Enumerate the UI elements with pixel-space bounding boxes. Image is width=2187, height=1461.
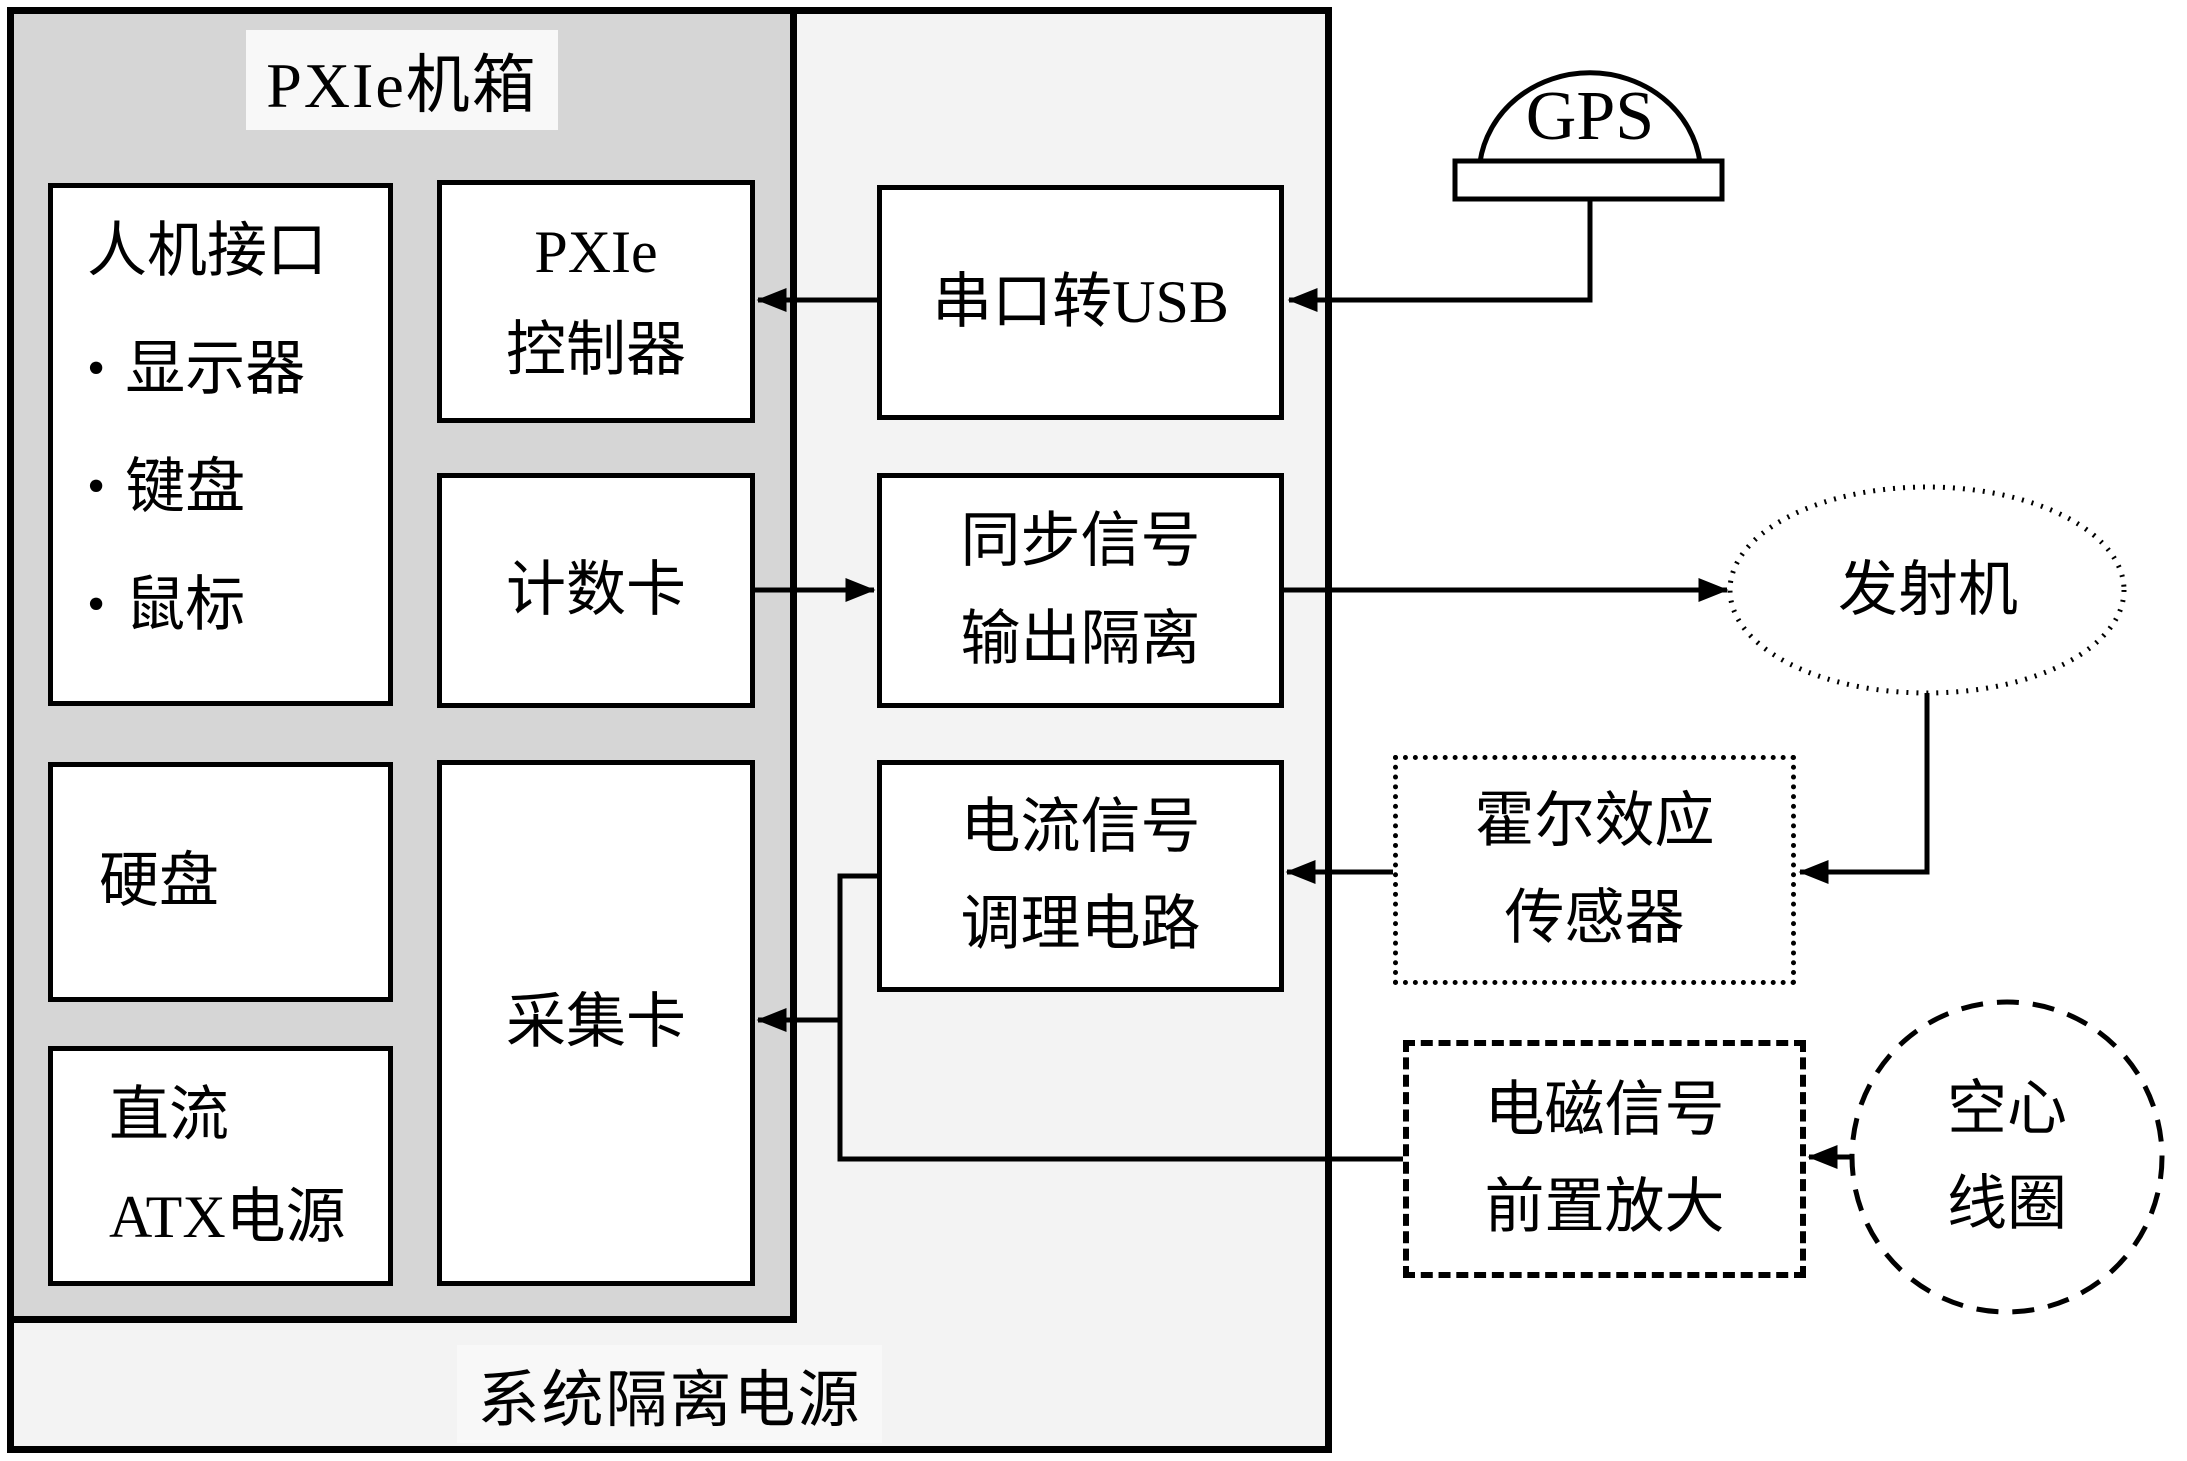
serial-to-usb-box: 串口转USB [877,185,1284,420]
hmi-item-keyboard: • 键盘 [87,454,245,520]
bullet-icon: • [87,576,106,634]
serial-to-usb-label: 串口转USB [932,268,1229,335]
hard-disk-box: 硬盘 [48,762,393,1002]
hmi-item-display: • 显示器 [87,336,305,402]
gps-label: GPS [1468,74,1712,160]
acquisition-card-label: 采集卡 [506,989,686,1056]
hmi-item-keyboard-label: 键盘 [125,454,246,520]
bullet-icon: • [87,340,106,398]
atx-power-line2: ATX电源 [109,1184,346,1250]
hmi-box: 人机接口 • 显示器 • 键盘 • 鼠标 [48,183,393,706]
arrow-transmitter-to-hall [1798,693,1930,884]
acquisition-card-box: 采集卡 [437,760,755,1286]
em-signal-preamp-box: 电磁信号 前置放大 [1403,1040,1806,1278]
arrow-gps-to-usb [1287,197,1593,312]
atx-power-box: 直流 ATX电源 [48,1046,393,1286]
hmi-item-mouse-label: 鼠标 [125,572,246,638]
hmi-item-display-label: 显示器 [125,336,306,402]
current-signal-conditioning-box: 电流信号 调理电路 [877,760,1284,992]
hard-disk-label: 硬盘 [99,848,219,915]
pxie-controller-line2: 控制器 [506,316,686,383]
gps-text: GPS [1525,77,1655,155]
sync-signal-line2: 输出隔离 [960,605,1201,672]
pxie-controller-line1: PXIe [534,219,658,286]
coil-line1: 空心 [1947,1076,2067,1143]
system-isolated-power-label: 系统隔离电源 [7,1345,1332,1443]
counter-card-label: 计数卡 [506,556,686,623]
em-signal-line1: 电磁信号 [1484,1076,1725,1143]
sync-signal-line1: 同步信号 [960,508,1201,575]
air-core-coil-label: 空心 线圈 [1857,1007,2157,1307]
coil-line2: 线圈 [1947,1171,2067,1237]
pxie-controller-box: PXIe 控制器 [437,180,755,423]
pxie-chassis-title: PXIe机箱 [7,30,797,130]
transmitter-label: 发射机 [1732,489,2124,691]
hall-effect-sensor-box: 霍尔效应 传感器 [1393,755,1796,985]
system-isolated-power-text: 系统隔离电源 [457,1345,882,1443]
hmi-item-mouse: • 鼠标 [87,572,245,638]
hall-effect-line1: 霍尔效应 [1474,787,1715,854]
hmi-title: 人机接口 [87,218,327,284]
em-signal-line2: 前置放大 [1484,1174,1725,1240]
transmitter-text: 发射机 [1838,556,2018,623]
current-signal-line1: 电流信号 [960,793,1201,860]
atx-power-line1: 直流 [109,1082,229,1148]
bullet-icon: • [87,458,106,516]
counter-card-box: 计数卡 [437,473,755,708]
sync-signal-isolation-box: 同步信号 输出隔离 [877,473,1284,708]
current-signal-line2: 调理电路 [960,891,1201,957]
hall-effect-line2: 传感器 [1504,885,1685,951]
pxie-chassis-title-text: PXIe机箱 [246,30,558,130]
